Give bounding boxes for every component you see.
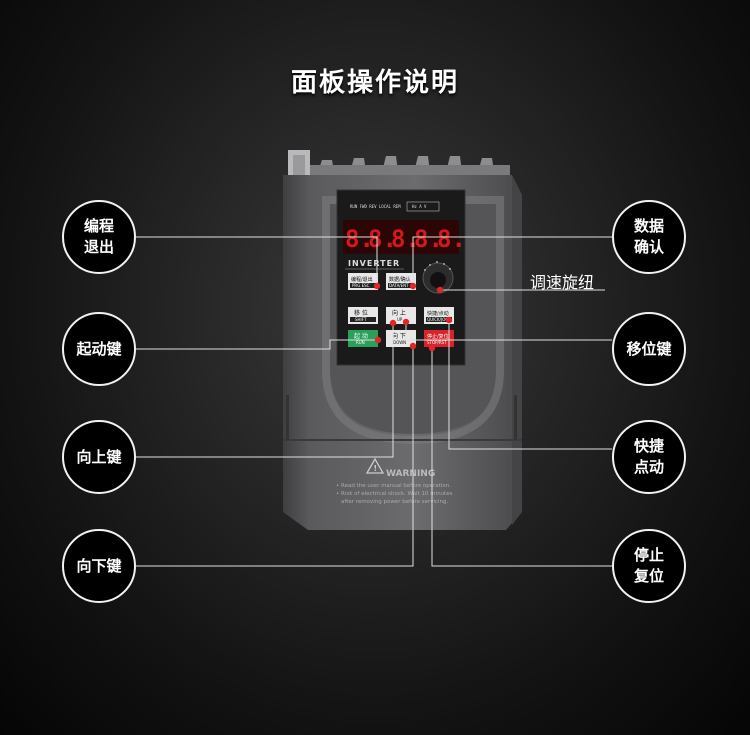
callout-prg-esc: 编程 退出	[62, 200, 136, 274]
svg-text:向 上: 向 上	[392, 309, 406, 317]
callout-data-ent-label: 数据 确认	[633, 217, 664, 256]
svg-text:起 动: 起 动	[354, 332, 368, 340]
callout-up: 向上键	[62, 420, 136, 494]
svg-text:STOP/RST: STOP/RST	[427, 340, 447, 345]
callout-down: 向下键	[62, 529, 136, 603]
callout-stop-rst: 停止 复位	[612, 529, 686, 603]
callout-prg-esc-label: 编程 退出	[83, 217, 114, 256]
page-title: 面板操作说明	[290, 68, 459, 98]
callout-run-label: 起动键	[76, 339, 122, 358]
svg-text:UP: UP	[397, 317, 403, 322]
callout-stop-rst-label: 停止 复位	[633, 546, 664, 585]
svg-text:8.: 8.	[391, 225, 420, 253]
svg-text:Hz A V: Hz A V	[412, 204, 427, 209]
callout-quick-jog-label: 快捷 点动	[633, 437, 664, 476]
heatsink-fins	[310, 156, 510, 175]
callout-shift: 移位键	[612, 312, 686, 386]
callout-up-label: 向上键	[76, 447, 122, 466]
svg-text:!: !	[374, 464, 378, 473]
svg-text:DOWN: DOWN	[393, 340, 406, 345]
svg-text:快捷/点动: 快捷/点动	[427, 310, 449, 317]
svg-text:RUN FWD REV LOCAL REM: RUN FWD REV LOCAL REM	[350, 204, 401, 209]
svg-text:QUICK/JOG: QUICK/JOG	[427, 317, 448, 322]
svg-text:RUN: RUN	[356, 340, 365, 345]
callout-run: 起动键	[62, 312, 136, 386]
svg-text:SHIFT: SHIFT	[355, 317, 367, 322]
knob-label: 调速旋纽	[530, 273, 595, 292]
svg-text:向 下: 向 下	[392, 332, 406, 340]
svg-text:8.: 8.	[368, 225, 397, 253]
svg-text:• Read the user manual before: • Read the user manual before operation.	[336, 483, 451, 489]
svg-text:8.: 8.	[437, 225, 466, 253]
callout-down-label: 向下键	[76, 556, 122, 575]
callout-data-ent: 数据 确认	[612, 200, 686, 274]
svg-text:编程/退出: 编程/退出	[351, 276, 373, 283]
svg-text:WARNING: WARNING	[386, 469, 435, 479]
svg-text:PRG ESC: PRG ESC	[352, 283, 370, 288]
svg-text:移 位: 移 位	[354, 309, 368, 317]
callout-quick-jog: 快捷 点动	[612, 420, 686, 494]
svg-text:• Risk of electrical shock. Wa: • Risk of electrical shock. Wait 10 minu…	[336, 491, 453, 497]
svg-text:8.: 8.	[345, 225, 374, 253]
svg-text:INVERTER: INVERTER	[348, 259, 400, 268]
svg-text:数据/确认: 数据/确认	[389, 276, 411, 283]
callout-shift-label: 移位键	[626, 339, 672, 358]
svg-text:停止/复位: 停止/复位	[427, 333, 449, 340]
svg-text:8.: 8.	[414, 225, 443, 253]
svg-text:after removing power before se: after removing power before servicing.	[341, 499, 449, 505]
svg-text:DATA/ENT: DATA/ENT	[389, 283, 409, 288]
